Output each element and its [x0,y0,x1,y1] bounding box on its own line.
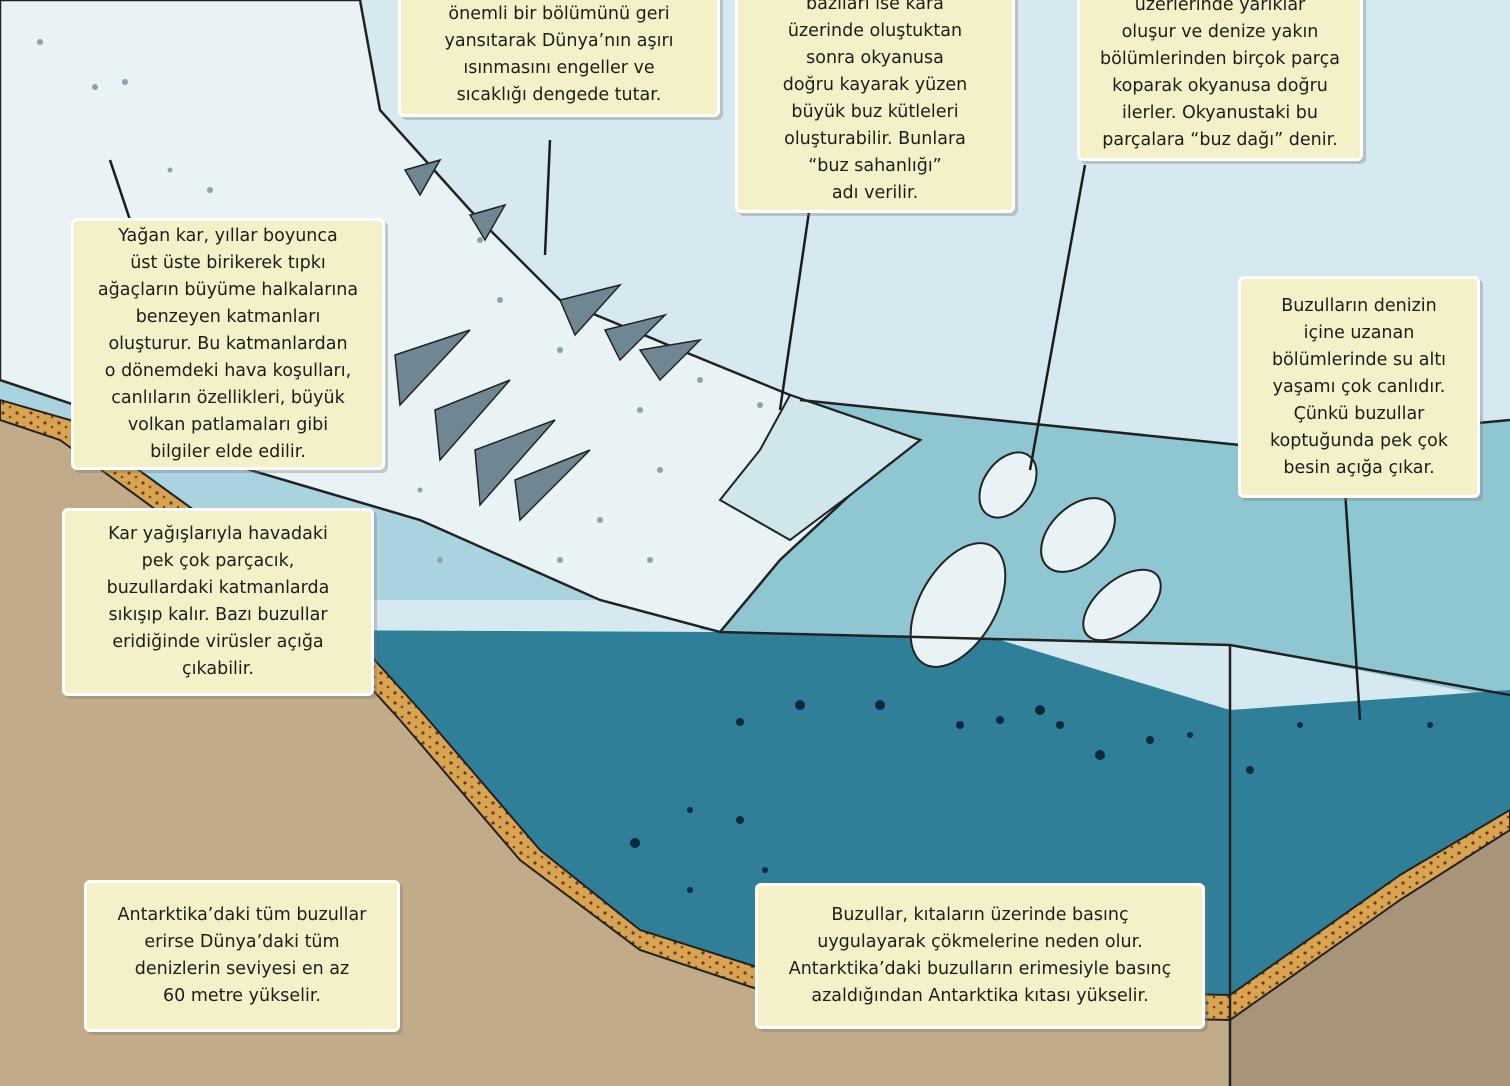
note-ice-shelf: bazıları ise kara üzerinde oluştuktan so… [735,0,1015,213]
note-albedo-text: önemli bir bölümünü geri yansıtarak Düny… [444,1,673,109]
note-underwater-life: Buzulların denizin içine uzanan bölümler… [1238,276,1480,498]
note-snow-layers: Yağan kar, yıllar boyunca üst üste birik… [71,218,385,470]
note-icebergs-text: üzerlerinde yarıklar oluşur ve denize ya… [1100,0,1340,154]
note-pressure: Buzullar, kıtaların üzerinde basınç uygu… [755,883,1205,1029]
note-ice-shelf-text: bazıları ise kara üzerinde oluştuktan so… [783,0,968,207]
note-snow-layers-text: Yağan kar, yıllar boyunca üst üste birik… [98,223,358,466]
note-particles: Kar yağışlarıyla havadaki pek çok parçac… [62,508,374,696]
note-sea-level: Antarktika’daki tüm buzullar erirse Düny… [84,880,400,1032]
note-sea-level-text: Antarktika’daki tüm buzullar erirse Düny… [118,902,367,1010]
note-pressure-text: Buzullar, kıtaların üzerinde basınç uygu… [789,902,1172,1010]
note-underwater-life-text: Buzulların denizin içine uzanan bölümler… [1270,293,1448,482]
note-particles-text: Kar yağışlarıyla havadaki pek çok parçac… [107,521,330,683]
note-albedo: önemli bir bölümünü geri yansıtarak Düny… [398,0,720,117]
note-icebergs: üzerlerinde yarıklar oluşur ve denize ya… [1077,0,1363,161]
